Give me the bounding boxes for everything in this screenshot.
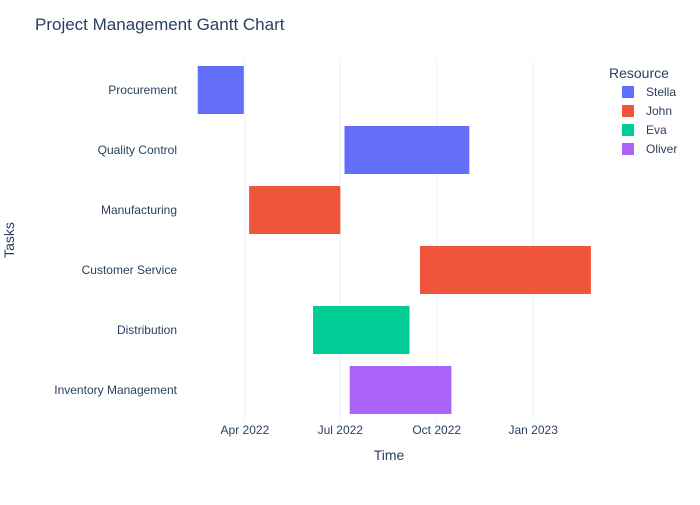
x-tick-label: Oct 2022	[412, 423, 461, 437]
x-tick-label: Jul 2022	[318, 423, 364, 437]
legend-label[interactable]: Oliver	[646, 142, 677, 156]
gantt-bar	[313, 306, 410, 354]
gantt-bar	[197, 66, 244, 114]
legend-swatch[interactable]	[622, 143, 634, 155]
bars-layer	[197, 66, 591, 414]
gantt-bar	[344, 126, 470, 174]
legend-label[interactable]: John	[646, 104, 672, 118]
y-tick-label: Customer Service	[82, 263, 178, 277]
y-tick-label: Distribution	[117, 323, 177, 337]
legend-swatch[interactable]	[622, 86, 634, 98]
legend-label[interactable]: Stella	[646, 85, 676, 99]
legend-swatch[interactable]	[622, 124, 634, 136]
y-tick-label: Inventory Management	[54, 383, 177, 397]
gantt-bar	[249, 186, 341, 234]
grid-layer	[244, 60, 534, 420]
y-tick-label: Manufacturing	[101, 203, 177, 217]
y-axis-title: Tasks	[1, 222, 17, 258]
y-tick-label: Quality Control	[98, 143, 177, 157]
gantt-bar	[349, 366, 452, 414]
chart-title: Project Management Gantt Chart	[35, 15, 285, 34]
x-tick-label: Jan 2023	[509, 423, 559, 437]
x-axis-title: Time	[374, 447, 405, 463]
gantt-bar	[420, 246, 591, 294]
legend-title: Resource	[609, 65, 669, 81]
legend-label[interactable]: Eva	[646, 123, 667, 137]
y-tick-label: Procurement	[108, 83, 177, 97]
legend-swatch[interactable]	[622, 105, 634, 117]
x-tick-labels: Apr 2022 Jul 2022 Oct 2022 Jan 2023	[221, 423, 559, 437]
x-tick-label: Apr 2022	[221, 423, 270, 437]
